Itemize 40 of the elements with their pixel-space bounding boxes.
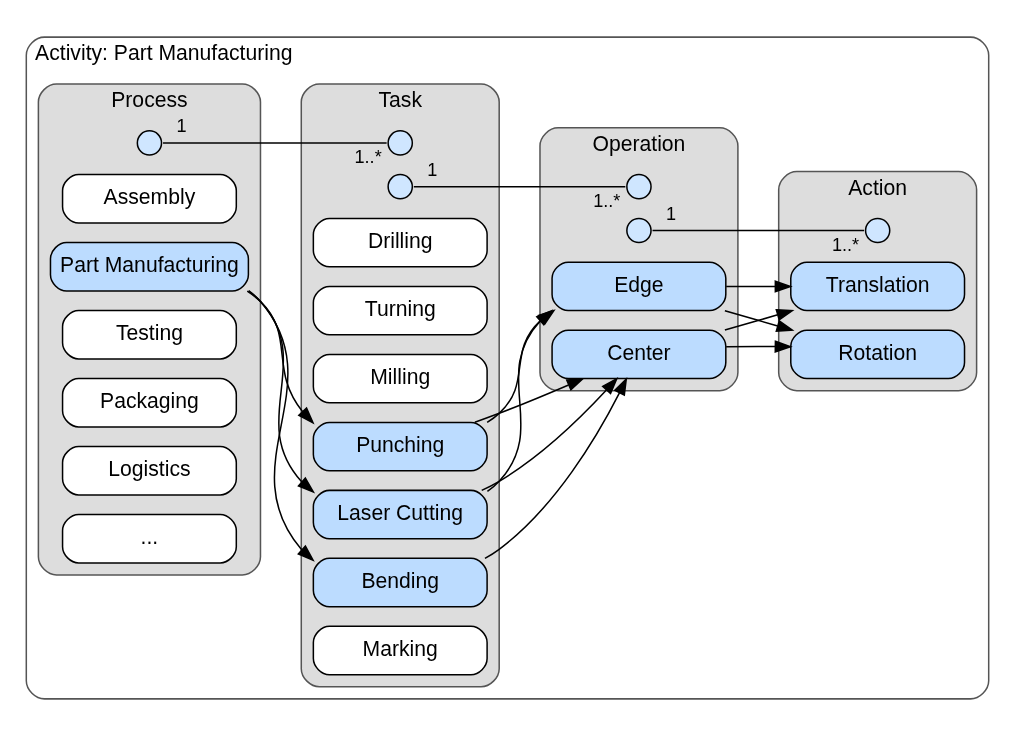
node-box: Center xyxy=(551,328,727,379)
connector xyxy=(162,141,388,144)
node-label: 1 xyxy=(176,115,187,136)
arrow xyxy=(725,339,793,353)
node-label: 1..* xyxy=(831,234,860,255)
node-box: Testing xyxy=(61,309,238,360)
node-circle xyxy=(136,129,163,156)
node-box: Laser Cutting xyxy=(312,489,488,539)
node-box: Logistics xyxy=(61,445,238,496)
arrow xyxy=(725,279,793,293)
node-box: ... xyxy=(61,513,238,564)
node-circle xyxy=(626,173,652,200)
arrow xyxy=(480,376,619,491)
node-box: Translation xyxy=(790,261,966,311)
node-label: 1..* xyxy=(593,190,621,211)
connector xyxy=(651,229,865,231)
node-box: Marking xyxy=(312,625,488,675)
node-box: Rotation xyxy=(790,328,966,379)
node-circle xyxy=(387,173,414,200)
arrow xyxy=(246,289,315,424)
arrow xyxy=(474,377,585,423)
node-circle xyxy=(626,217,652,243)
node-label: 1..* xyxy=(354,146,382,167)
arrow xyxy=(248,290,316,493)
arrow xyxy=(247,289,315,562)
node-box: Bending xyxy=(312,557,488,607)
node-label: 1 xyxy=(666,203,677,224)
node-label: 1 xyxy=(427,159,438,180)
node-box: Assembly xyxy=(61,173,238,224)
node-box: Part Manufacturing xyxy=(49,241,250,292)
node-circle xyxy=(387,129,414,156)
node-circle xyxy=(864,217,891,243)
node-box: Packaging xyxy=(61,377,238,428)
connector xyxy=(413,185,627,187)
node-box: Milling xyxy=(312,353,488,403)
node-box: Edge xyxy=(551,261,727,311)
arrow xyxy=(484,376,628,559)
node-box: Drilling xyxy=(312,217,488,268)
node-box: Turning xyxy=(312,285,488,335)
node-box: Punching xyxy=(312,421,488,471)
